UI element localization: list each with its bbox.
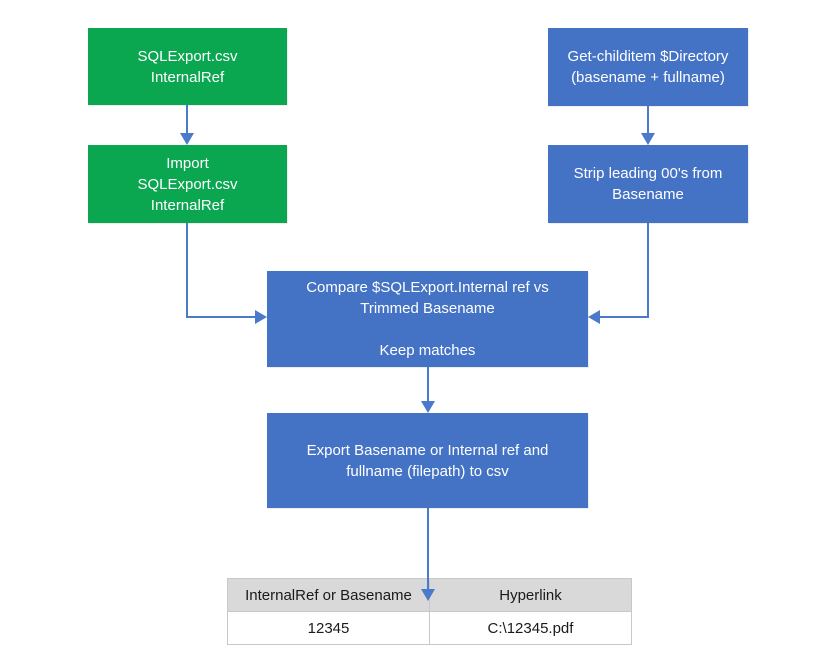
arrowhead-right-icon [255,310,267,324]
connector-line [600,316,649,318]
connector-line [427,508,429,589]
table-row: 12345 C:\12345.pdf [228,611,631,644]
node-strip-leading-zeros: Strip leading 00's from Basename [548,145,748,223]
connector-line [186,105,188,133]
node-compare-keep-matches: Compare $SQLExport.Internal ref vs Trimm… [267,271,588,367]
node-sqlexport-csv: SQLExport.csv InternalRef [88,28,287,105]
connector-line [186,316,255,318]
arrowhead-down-icon [421,589,435,601]
connector-line [647,223,649,318]
arrowhead-down-icon [641,133,655,145]
arrowhead-left-icon [588,310,600,324]
connector-line [427,367,429,401]
node-strip-leading-zeros-label: Strip leading 00's from Basename [573,165,723,203]
node-sqlexport-csv-label: SQLExport.csv InternalRef [137,47,238,86]
connector-line [186,223,188,318]
node-export-to-csv-label: Export Basename or Internal ref and full… [306,441,549,480]
table-cell-hyperlink-value: C:\12345.pdf [429,611,631,644]
table-header-row: InternalRef or Basename Hyperlink [228,579,631,611]
node-compare-keep-matches-label: Compare $SQLExport.Internal ref vs Trimm… [306,279,549,359]
table-cell-internalref-value: 12345 [228,611,429,644]
node-get-childitem: Get-childitem $Directory (basename + ful… [548,28,748,106]
arrowhead-down-icon [180,133,194,145]
arrowhead-down-icon [421,401,435,413]
node-import-sqlexport: Import SQLExport.csv InternalRef [88,145,287,223]
table-header-hyperlink: Hyperlink [429,579,631,611]
connector-line [647,106,649,133]
table-header-internalref-or-basename: InternalRef or Basename [228,579,429,611]
node-import-sqlexport-label: Import SQLExport.csv InternalRef [137,154,238,214]
node-get-childitem-label: Get-childitem $Directory (basename + ful… [567,48,729,86]
node-export-to-csv: Export Basename or Internal ref and full… [267,413,588,508]
